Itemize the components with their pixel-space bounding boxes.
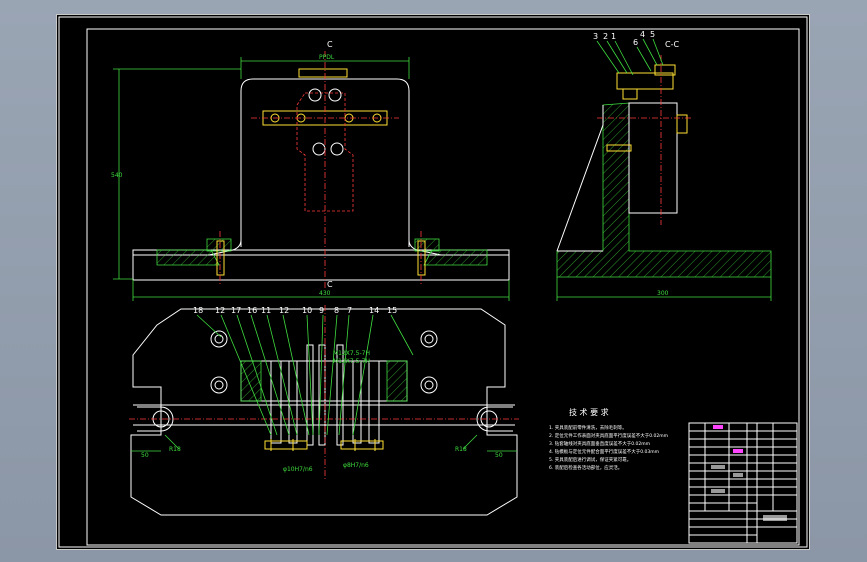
side-part-4: 4: [640, 30, 645, 39]
plan-part-10: 10: [302, 306, 312, 315]
plan-part-15: 15: [387, 306, 397, 315]
plan-part-17: 17: [231, 306, 241, 315]
inner-border: [86, 28, 800, 546]
plan-part-12a: 12: [215, 306, 225, 315]
tech-req-item-1: 1. 夹具装配前零件清洗，去除毛刺等。: [549, 424, 627, 431]
tech-req-item-5: 5. 夹具装配后进行调试，保证夹紧可靠。: [549, 456, 631, 463]
section-label-side: C-C: [665, 40, 679, 49]
side-view: [556, 38, 772, 301]
side-part-3: 3: [593, 32, 598, 41]
plan-part-18: 18: [193, 306, 203, 315]
plan-part-16: 16: [247, 306, 257, 315]
drawing-canvas: C C PPDL 540 430 C-C 300 3 2 1 4 5 6: [58, 16, 808, 548]
outer-border: [58, 16, 808, 548]
plan-part-12b: 12: [279, 306, 289, 315]
dim-plan-note-left: M12X7.5-7H: [333, 350, 370, 357]
dim-plan-note-right: M12X7.5-7H: [333, 358, 370, 365]
dim-plan-fit-b: φ8H7/n6: [343, 462, 369, 469]
side-part-1: 1: [611, 32, 616, 41]
dim-plan-fit-a: φ10H7/n6: [283, 466, 313, 473]
dim-plan-r-left: R18: [169, 446, 181, 453]
plan-part-14: 14: [369, 306, 379, 315]
title-block: [688, 422, 798, 544]
plan-part-9: 9: [319, 306, 324, 315]
plan-part-11: 11: [261, 306, 271, 315]
tech-req-item-6: 6. 装配后检查各活动部位，应灵活。: [549, 464, 622, 471]
tech-req-item-2: 2. 定位元件工作表面对夹具底面平行度误差不大于0.02mm: [549, 432, 668, 439]
tech-req-title: 技 术 要 求: [569, 407, 609, 417]
side-part-5: 5: [650, 30, 655, 39]
plan-part-8: 8: [334, 306, 339, 315]
dim-front-bottom: 430: [319, 290, 331, 297]
tech-req-item-4: 4. 钻模板与定位元件配合面平行度误差不大于0.03mm: [549, 448, 659, 455]
side-part-6: 6: [633, 38, 638, 47]
front-view: [113, 51, 510, 301]
side-part-2: 2: [603, 32, 608, 41]
tech-req-item-3: 3. 钻套轴线对夹具底面垂直度误差不大于0.02mm: [549, 440, 650, 447]
dim-front-top: PPDL: [319, 54, 335, 61]
section-label-bottom: C: [327, 280, 333, 289]
dim-plan-right: 50: [495, 452, 503, 459]
cad-drawing-viewport[interactable]: C C PPDL 540 430 C-C 300 3 2 1 4 5 6: [56, 14, 810, 550]
dim-plan-left: 50: [141, 452, 149, 459]
dim-plan-r-right: R18: [455, 446, 467, 453]
dim-front-height: 540: [111, 172, 123, 179]
section-label-top: C: [327, 40, 333, 49]
plan-part-7: 7: [347, 306, 352, 315]
dim-side-bottom: 300: [657, 290, 669, 297]
plan-view: [129, 305, 519, 516]
